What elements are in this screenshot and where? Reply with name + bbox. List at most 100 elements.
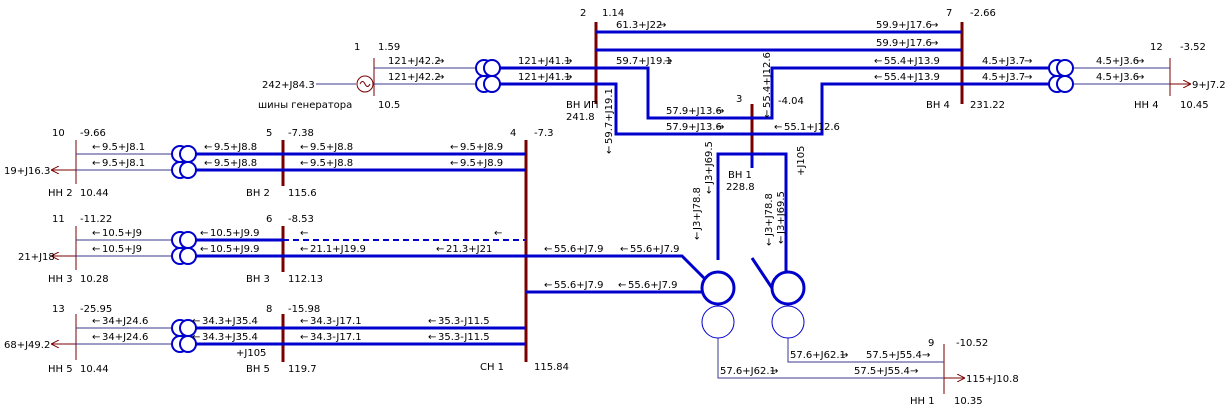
flow-arrow: ← — [92, 332, 100, 343]
flow-arrow: → — [658, 20, 666, 31]
flow-label: 55.4+J12.6 — [762, 52, 773, 108]
flow-label: 57.9+J13.6 — [666, 106, 722, 117]
flow-label: 10.5+J9.9 — [210, 228, 260, 239]
flow-arrow: ← — [204, 142, 212, 153]
node-name-8: ВН 5 — [246, 364, 270, 375]
shunt-label-3: +J105 — [796, 146, 807, 176]
flow-label: 121+J42.2 — [388, 72, 441, 83]
line-2-3-a — [596, 66, 752, 120]
load-value-10: 19+J16.3 — [4, 166, 50, 177]
flow-arrow: ← — [494, 228, 502, 239]
node-name-2: ВН ИП — [566, 100, 599, 111]
node-voltage-top-2: 1.14 — [602, 8, 624, 19]
node-voltage-top-1: 1.59 — [378, 42, 400, 53]
flow-label: 34.3+J35.4 — [202, 332, 258, 343]
flow-label: J3+J78.8 — [692, 187, 703, 231]
flow-arrow: ← — [450, 142, 458, 153]
flow-arrow: ← — [92, 228, 100, 239]
shunt-label-8: +J105 — [236, 348, 266, 359]
node-voltage-bottom-2: 241.8 — [566, 112, 595, 123]
node-name-3: ВН 1 — [728, 170, 752, 181]
node-num-2: 2 — [580, 8, 586, 19]
generator-icon — [356, 75, 374, 93]
flow-label: 57.6+J62.1 — [720, 366, 776, 377]
node-name-13: НН 5 — [48, 364, 73, 375]
flow-arrow: ← — [450, 158, 458, 169]
node-voltage-bottom-8: 119.7 — [288, 364, 317, 375]
node-num-4: 4 — [510, 128, 516, 139]
flow-label: 35.3-J11.5 — [438, 316, 490, 327]
node-voltage-bottom-7: 231.22 — [970, 100, 1005, 111]
flow-arrow: ← — [618, 280, 626, 291]
flow-arrow: ← — [428, 316, 436, 327]
flow-arrow: → — [716, 122, 724, 133]
flow-label: 4.5+J3.6 — [1096, 72, 1139, 83]
flow-label: 34.3-J17.1 — [310, 332, 362, 343]
flow-arrow: ← — [436, 244, 444, 255]
flow-arrow: ← — [200, 244, 208, 255]
flow-label: 57.6+J62.1 — [790, 350, 846, 361]
flow-label: 34+J24.6 — [102, 332, 148, 343]
node-voltage-bottom-9: 10.35 — [954, 396, 983, 407]
flow-arrow: ← — [300, 158, 308, 169]
flow-label: J3+J69.5 — [704, 141, 715, 185]
flow-arrow: → — [930, 38, 938, 49]
flow-label: 4.5+J3.7 — [982, 72, 1025, 83]
flow-arrow: → — [910, 366, 918, 377]
node-voltage-top-11: -11.22 — [80, 214, 112, 225]
flow-label: 121+J42.2 — [388, 56, 441, 67]
line-7-3-a — [752, 66, 962, 120]
node-name-1: шины генератора — [258, 100, 352, 111]
node-voltage-bottom-1: 10.5 — [378, 100, 400, 111]
flow-arrow: → — [564, 72, 572, 83]
flow-arrow: → — [840, 350, 848, 361]
flow-arrow: → — [922, 350, 930, 361]
flow-label: 34.3+J35.4 — [202, 316, 258, 327]
flow-arrow: ← — [92, 244, 100, 255]
flow-label: 9.5+J8.8 — [214, 142, 257, 153]
node-num-1: 1 — [354, 42, 360, 53]
flow-label: 10.5+J9 — [102, 228, 142, 239]
flow-arrow: → — [770, 366, 778, 377]
node-name-12: НН 4 — [1134, 100, 1159, 111]
flow-arrow: ← — [300, 316, 308, 327]
load-value-11: 21+J18 — [18, 252, 55, 263]
autotransformer-b-icon — [770, 270, 806, 339]
node-voltage-bottom-4: 115.84 — [534, 362, 569, 373]
node-voltage-top-4: -7.3 — [534, 128, 554, 139]
flow-label: 9.5+J8.1 — [102, 158, 145, 169]
load-value-12: 9+J7.2 — [1192, 80, 1226, 91]
node-voltage-bottom-10: 10.44 — [80, 188, 109, 199]
autotransformer-a-icon — [700, 270, 736, 339]
flow-arrow: → — [1136, 72, 1144, 83]
node-num-7: 7 — [946, 8, 952, 19]
flow-arrow: ← — [300, 244, 308, 255]
flow-label: 4.5+J3.6 — [1096, 56, 1139, 67]
flow-label: 57.9+J13.6 — [666, 122, 722, 133]
flow-arrow: ← — [192, 332, 200, 343]
node-voltage-bottom-6: 112.13 — [288, 274, 323, 285]
node-num-13: 13 — [52, 304, 65, 315]
flow-arrow: ← — [544, 280, 552, 291]
flow-label: J3+J78.8 — [764, 193, 775, 237]
node-voltage-top-12: -3.52 — [1180, 42, 1206, 53]
load-value-13: 68+J49.2 — [4, 340, 50, 351]
node-num-11: 11 — [52, 214, 65, 225]
flow-arrow: ← — [762, 110, 773, 118]
node-voltage-top-7: -2.66 — [970, 8, 996, 19]
line-at-b-9 — [787, 336, 944, 363]
node-name-5: ВН 2 — [246, 188, 270, 199]
node-voltage-top-8: -15.98 — [288, 304, 320, 315]
flow-label: 4.5+J3.7 — [982, 56, 1025, 67]
flow-label: 9.5+J8.1 — [102, 142, 145, 153]
transformer-t2-icon — [171, 145, 197, 179]
flow-arrow: ← — [544, 244, 552, 255]
node-num-9: 9 — [928, 338, 934, 349]
flow-label: 10.5+J9 — [102, 244, 142, 255]
flow-label: 59.9+J17.6 — [876, 20, 932, 31]
flow-arrow: ← — [192, 316, 200, 327]
flow-arrow: ← — [92, 158, 100, 169]
flow-arrow: ← — [92, 142, 100, 153]
line-at-b-upper — [750, 257, 774, 289]
